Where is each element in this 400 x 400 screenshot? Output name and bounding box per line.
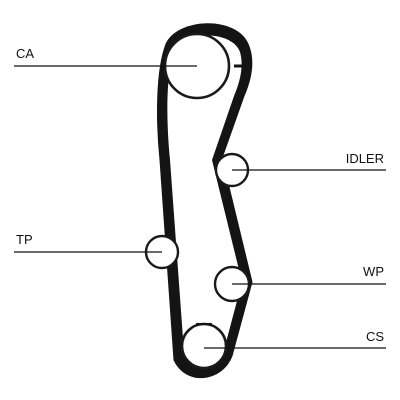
label-cs: CS xyxy=(366,329,384,344)
label-idler: IDLER xyxy=(346,151,384,166)
label-tp: TP xyxy=(16,232,33,247)
label-wp: WP xyxy=(363,264,384,279)
label-ca: CA xyxy=(16,46,34,61)
pulley-cs xyxy=(180,322,228,370)
